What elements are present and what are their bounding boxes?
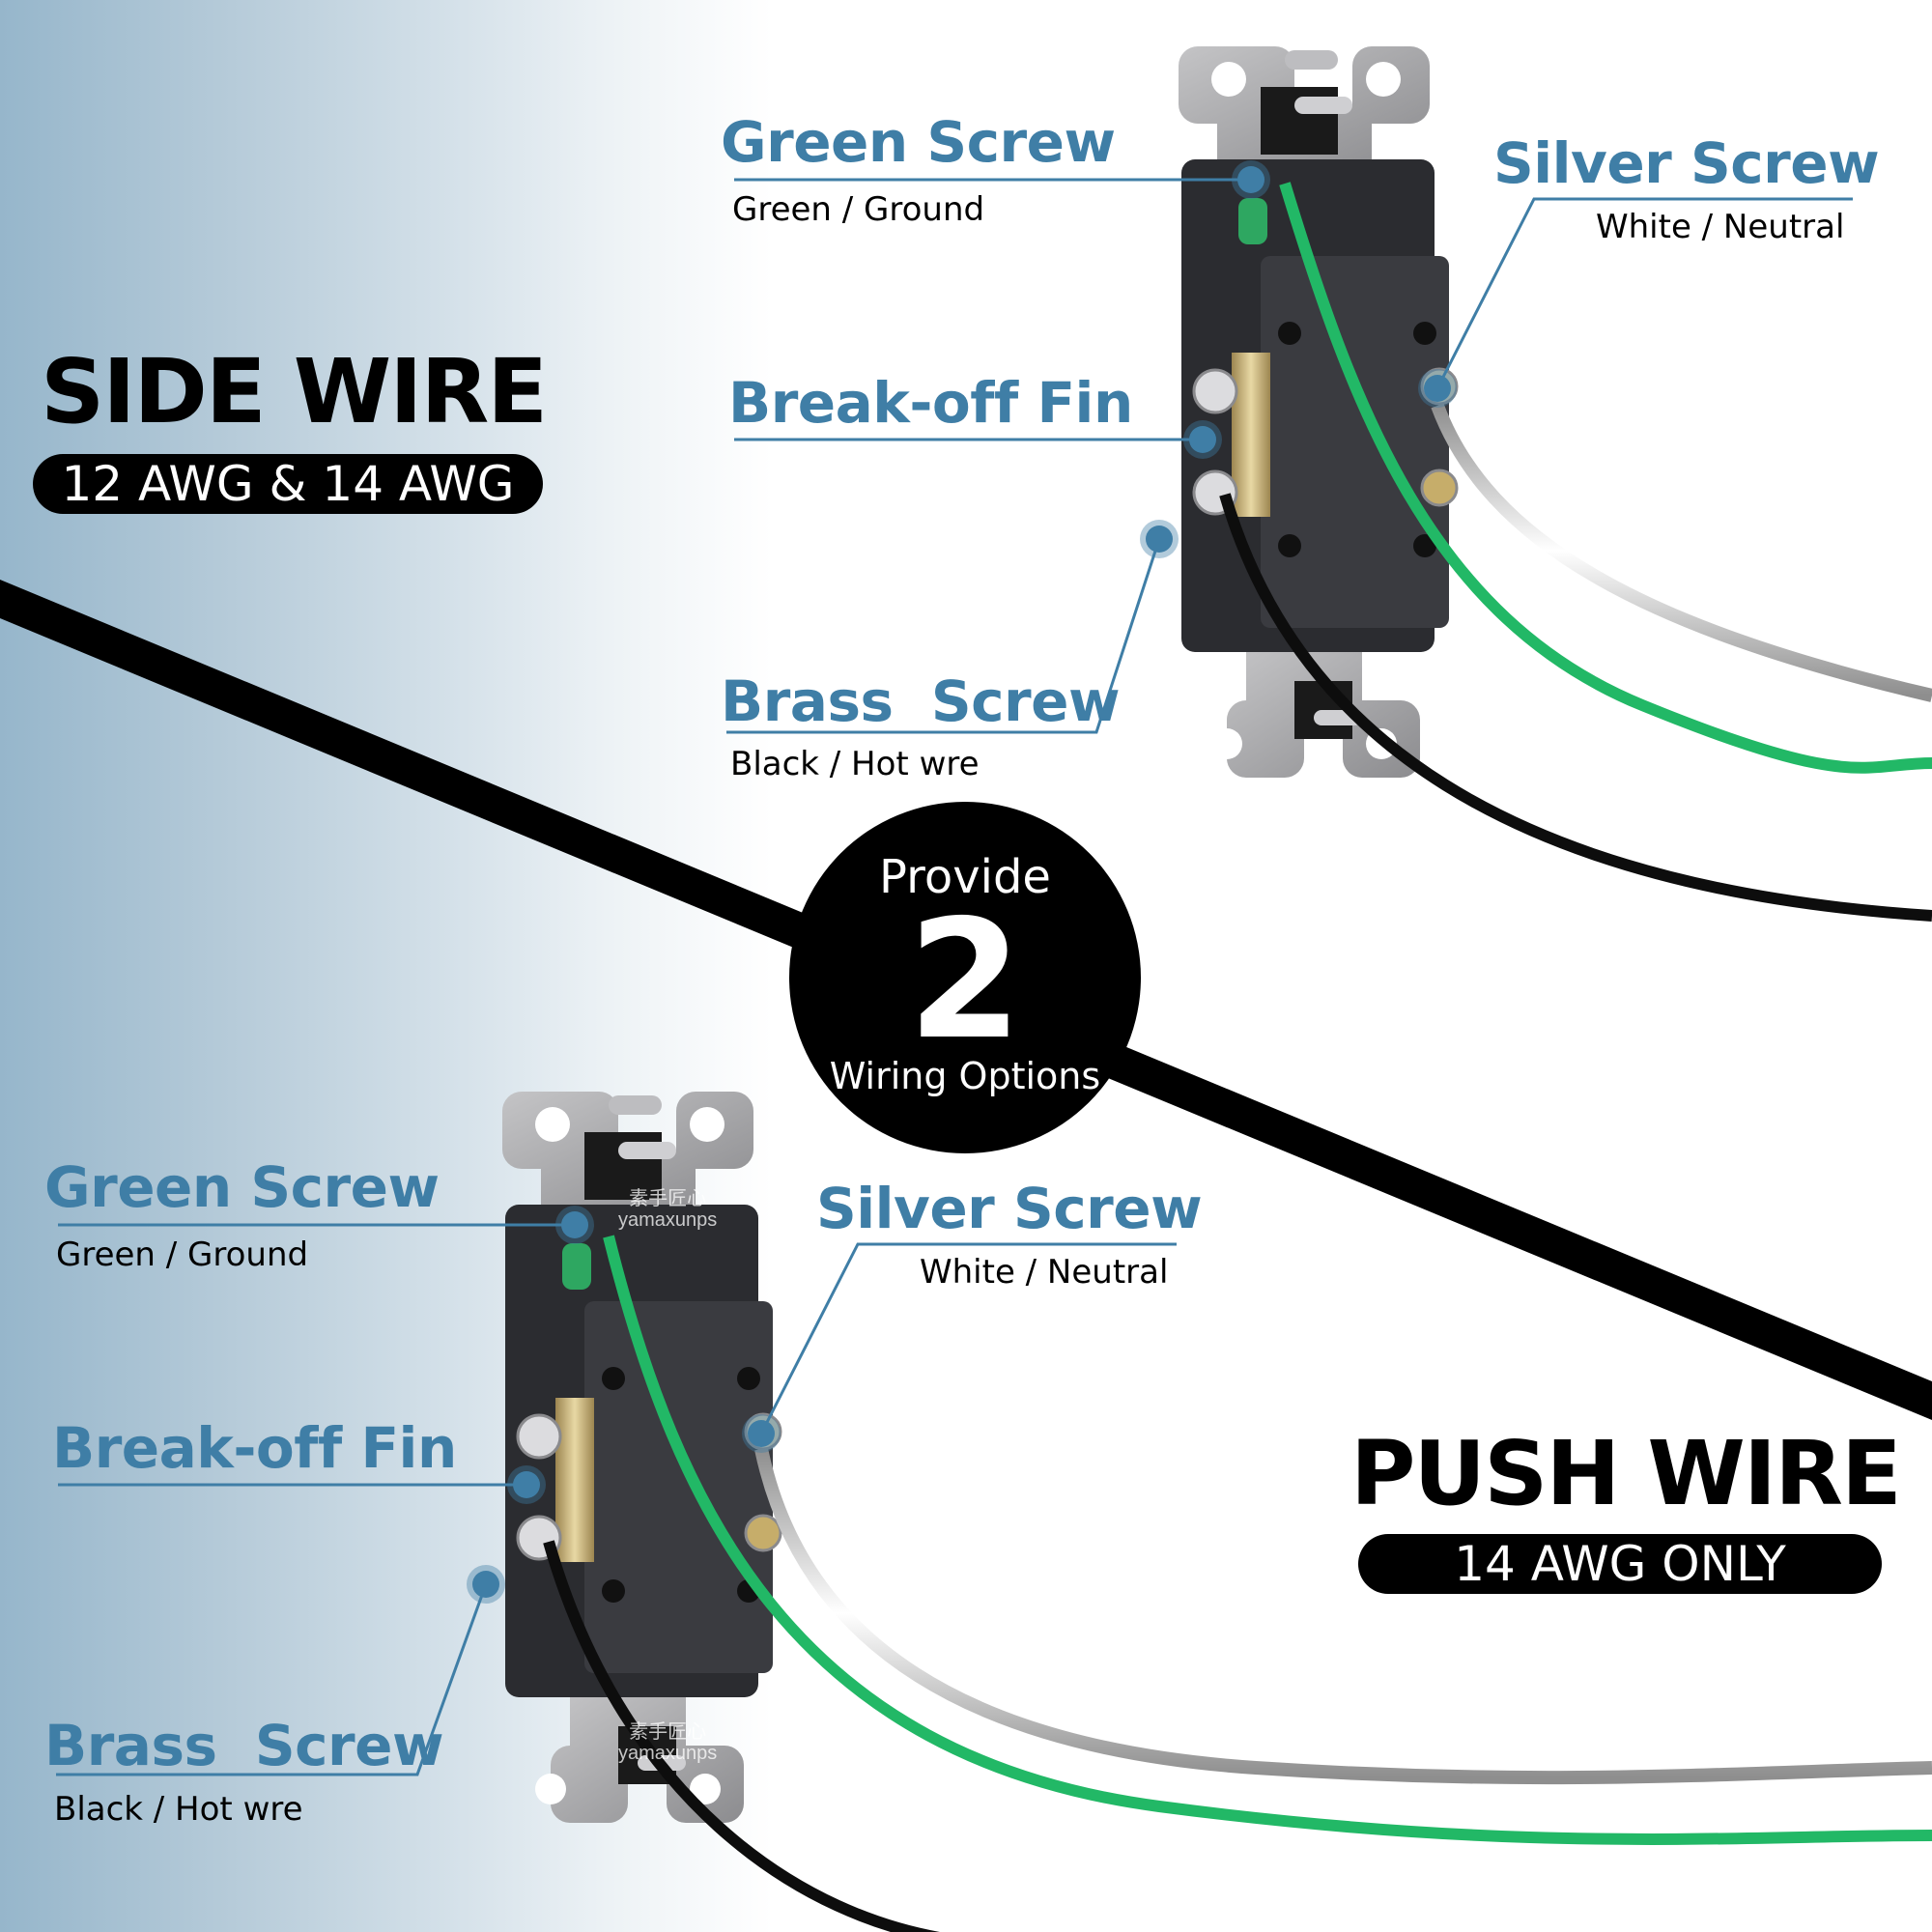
top-green-screw-sub: Green / Ground bbox=[732, 190, 985, 229]
bottom-silver-screw-label: Silver Screw bbox=[816, 1176, 1203, 1241]
bottom-green-screw-label: Green Screw bbox=[44, 1154, 440, 1220]
top-break-off-fin-label: Break-off Fin bbox=[728, 370, 1133, 436]
badge-provide-text: Provide bbox=[879, 850, 1051, 904]
watermark-cn: 素手匠心 bbox=[629, 1188, 707, 1209]
top-silver-screw-sub: White / Neutral bbox=[1596, 208, 1845, 246]
wire-black bbox=[543, 1540, 941, 1932]
wiring-options-badge: Provide 2 Wiring Options bbox=[789, 802, 1141, 1153]
badge-number: 2 bbox=[907, 885, 1023, 1076]
wire-white bbox=[754, 1447, 1932, 1785]
leader-silver-screw bbox=[759, 1242, 1177, 1435]
watermark-en: yamaxunps bbox=[618, 1743, 718, 1764]
side-wire-title: SIDE WIRE bbox=[41, 340, 548, 443]
bottom-break-off-fin-label: Break-off Fin bbox=[52, 1415, 457, 1481]
wire-green bbox=[1279, 182, 1932, 774]
leader-brass-screw bbox=[56, 1583, 488, 1776]
leader-brass-screw bbox=[726, 538, 1161, 734]
callout-dot-icon bbox=[467, 1565, 505, 1604]
bottom-silver-screw-sub: White / Neutral bbox=[920, 1253, 1169, 1292]
mounting-strap-icon bbox=[1179, 46, 1430, 162]
callout-dot-icon bbox=[1183, 420, 1222, 459]
callout-dot-icon bbox=[1140, 520, 1179, 558]
push-wire-title: PUSH WIRE bbox=[1350, 1422, 1902, 1525]
top-brass-screw-sub: Black / Hot wre bbox=[730, 745, 980, 783]
callout-dot-icon bbox=[742, 1414, 781, 1453]
top-silver-screw-label: Silver Screw bbox=[1493, 130, 1880, 196]
watermark: 素手匠心 yamaxunps bbox=[618, 1188, 717, 1231]
mounting-strap-icon bbox=[1211, 652, 1420, 778]
callout-dot-icon bbox=[507, 1465, 546, 1504]
wire-black bbox=[1219, 493, 1932, 922]
callout-dot-icon bbox=[1232, 160, 1270, 199]
badge-wiring-options-text: Wiring Options bbox=[829, 1055, 1101, 1097]
wiring-device-icon bbox=[1179, 46, 1459, 778]
callout-dot-icon bbox=[1418, 369, 1457, 408]
top-green-screw-label: Green Screw bbox=[721, 109, 1116, 175]
top-brass-screw-label: Brass Screw bbox=[721, 668, 1121, 734]
watermark-cn: 素手匠心 bbox=[629, 1721, 707, 1743]
push-wire-gauge-pill: 14 AWG ONLY bbox=[1358, 1534, 1882, 1594]
bottom-brass-screw-label: Brass Screw bbox=[44, 1713, 444, 1778]
watermark-en: yamaxunps bbox=[618, 1209, 718, 1231]
bottom-brass-screw-sub: Black / Hot wre bbox=[54, 1790, 303, 1829]
mounting-strap-icon bbox=[502, 1092, 753, 1208]
wiring-device-icon bbox=[502, 1092, 782, 1823]
leader-silver-screw bbox=[1435, 197, 1853, 389]
wire-green bbox=[603, 1235, 1932, 1845]
bottom-green-screw-sub: Green / Ground bbox=[56, 1236, 309, 1274]
callout-dot-icon bbox=[555, 1206, 594, 1244]
watermark: 素手匠心 yamaxunps bbox=[618, 1721, 717, 1764]
side-wire-gauge-pill: 12 AWG & 14 AWG bbox=[33, 454, 543, 514]
wire-white bbox=[1431, 403, 1932, 702]
